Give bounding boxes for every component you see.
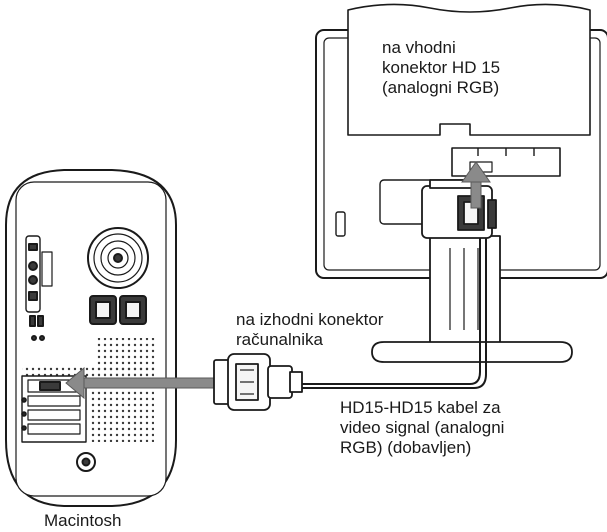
cable-label: HD15-HD15 kabel za video signal (analogn… [340,398,505,457]
computer-output-label: na izhodni konektor računalnika [236,310,384,349]
insert-arrow-icon [461,161,491,209]
monitor-input-label: na vhodni konektor HD 15 (analogni RGB) [382,38,501,97]
computer-label: Macintosh [44,511,122,530]
macintosh-tower-icon [5,169,177,507]
monitor-icon [315,3,607,363]
vga-connector-icon [421,179,497,239]
vga-connector-icon [213,353,303,411]
video-cable [302,238,487,389]
